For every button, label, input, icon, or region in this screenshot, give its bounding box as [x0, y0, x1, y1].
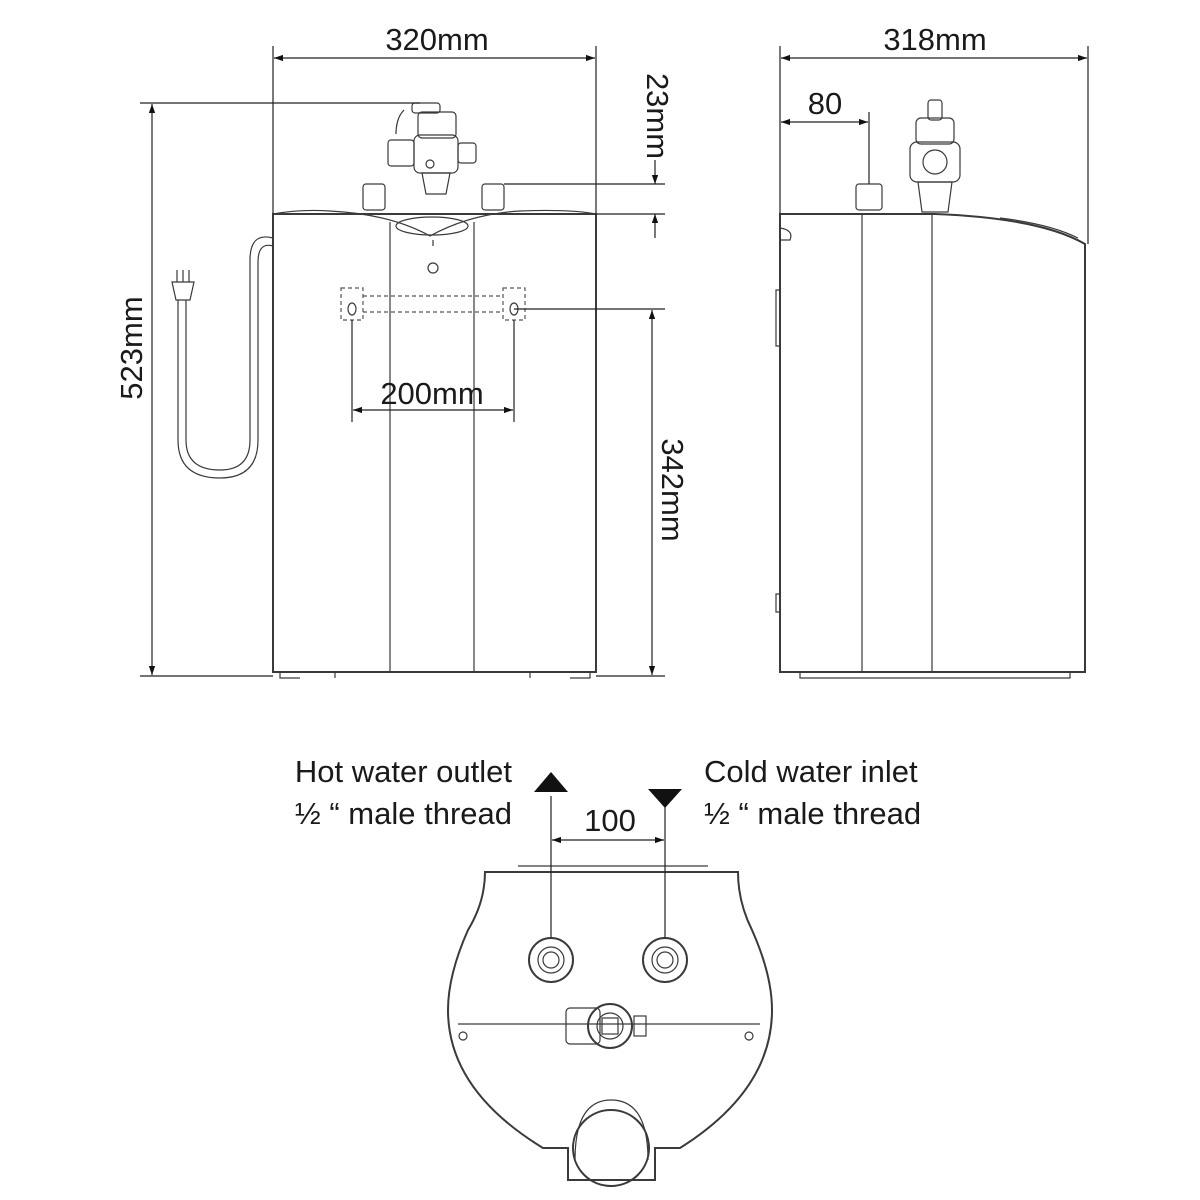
hot-outlet-arrow-icon: [534, 772, 568, 792]
top-valve-fitting: [565, 1003, 647, 1049]
dim-mount-height-label: 342mm: [655, 438, 690, 541]
hot-outlet-label-line1: Hot water outlet: [295, 754, 512, 789]
power-plug-icon: [171, 270, 195, 301]
front-base: [279, 672, 591, 679]
dim-top-fitting: 23mm: [504, 73, 675, 238]
connection-indicators: 100: [534, 772, 682, 938]
front-mounting-bracket: [340, 287, 526, 321]
dim-front-width: 320mm: [272, 22, 597, 214]
dim-side-width: 318mm: [779, 22, 1089, 244]
top-view: [446, 865, 774, 1187]
side-view: [775, 99, 1086, 679]
dim-total-height: 523mm: [114, 102, 420, 677]
dim-mount-height: 342mm: [514, 308, 690, 677]
side-notch: [779, 227, 792, 241]
side-body-outline: [779, 213, 1086, 673]
cold-inlet-label: Cold water inlet ½ “ male thread: [704, 754, 921, 831]
hot-connection-ring: [528, 937, 574, 983]
dim-top-fitting-label: 23mm: [640, 73, 675, 159]
cold-inlet-arrow-icon: [648, 789, 682, 808]
front-lid-curve: [272, 209, 597, 237]
top-body-outline: [446, 871, 774, 1181]
front-pipe-stub-left: [362, 183, 386, 211]
cold-connection-ring: [642, 937, 688, 983]
front-indicator-dot: [427, 262, 439, 274]
dim-side-width-label: 318mm: [883, 22, 986, 57]
dim-mount-spacing: 200mm: [351, 320, 515, 422]
front-center-strip: [389, 222, 475, 672]
hot-outlet-label-line2: ½ “ male thread: [295, 796, 512, 831]
top-bottom-opening: [572, 1099, 650, 1187]
front-top-opening: [395, 216, 469, 236]
side-valve-fitting: [909, 99, 961, 213]
front-body-outline: [272, 213, 597, 673]
side-pipe-stub: [855, 183, 883, 211]
side-panel-lines: [861, 214, 1079, 672]
cold-inlet-label-line2: ½ “ male thread: [704, 796, 921, 831]
cold-inlet-label-line1: Cold water inlet: [704, 754, 918, 789]
dim-side-offset-label: 80: [808, 86, 842, 121]
side-base: [799, 672, 1071, 679]
dim-connection-spacing-label: 100: [584, 803, 636, 838]
front-pipe-stub-right: [481, 183, 505, 211]
front-valve-fitting: [387, 102, 477, 195]
dim-side-offset: 80: [781, 86, 870, 184]
dim-total-height-label: 523mm: [114, 296, 149, 399]
hot-outlet-label: Hot water outlet ½ “ male thread: [295, 754, 512, 831]
dim-front-width-label: 320mm: [385, 22, 488, 57]
power-cable: [171, 236, 274, 479]
dim-mount-spacing-label: 200mm: [380, 376, 483, 411]
